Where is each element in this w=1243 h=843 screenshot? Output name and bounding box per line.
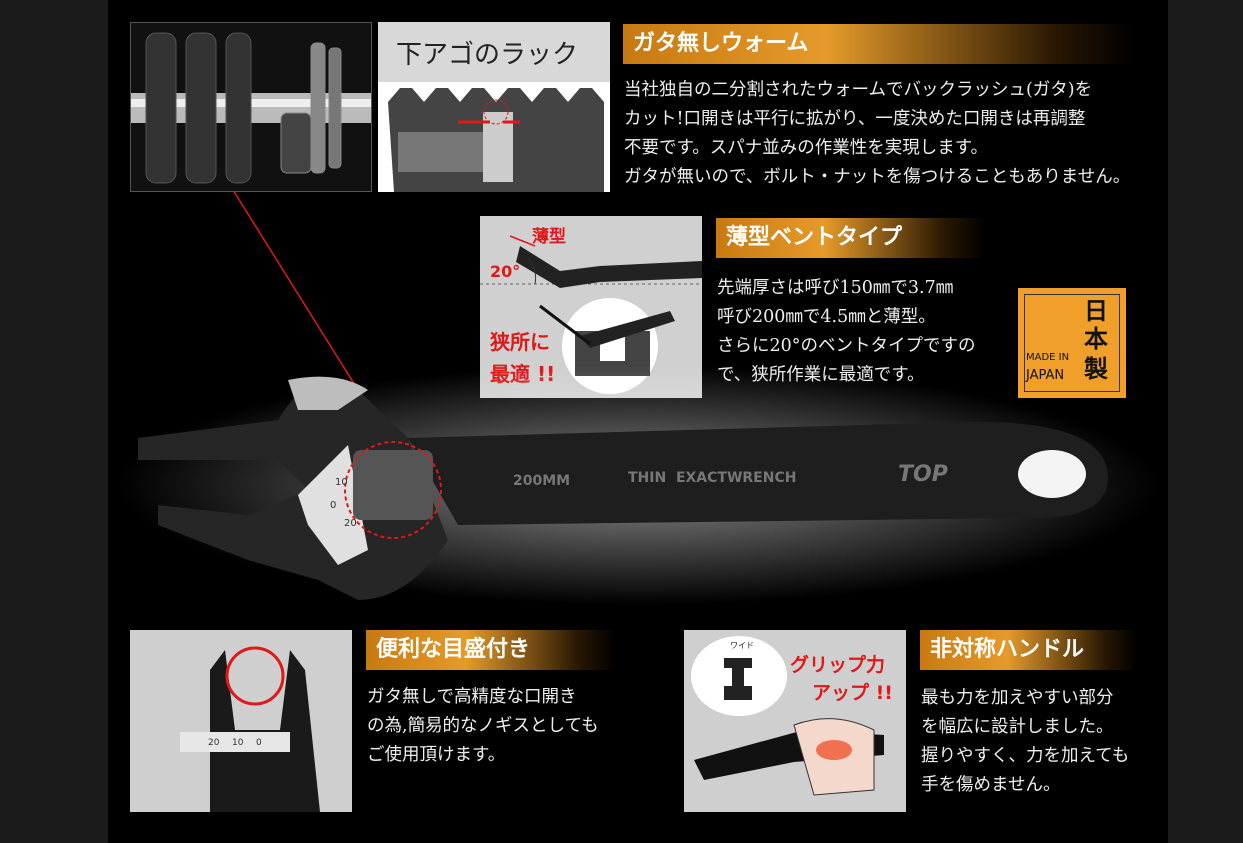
scale-title: 便利な目盛付き (366, 630, 616, 670)
thin-title: 薄型ベントタイプ (716, 218, 986, 258)
made-in-japan-badge: 日 本 製 MADE IN JAPAN (1018, 288, 1126, 398)
handle-description: 最も力を加えやすい部分 を幅広に設計しました。 握りやすく、力を加えても 手を傷… (921, 684, 1129, 800)
handle-line: を幅広に設計しました。 (921, 717, 1114, 737)
handle-line: 握りやすく、力を加えても (921, 746, 1130, 766)
worm-gear-photo (130, 22, 372, 192)
thin-line: さらに20°のベントタイプですの (717, 336, 976, 356)
handle-line: 最も力を加えやすい部分 (921, 688, 1114, 708)
worm-description: 当社独自の二分割されたウォームでバックラッシュ(ガタ)を カット!口開きは平行に… (624, 76, 1130, 192)
product-feature-graphic: 下アゴのラック ガタ無しウォーム 当社独自の二分割されたウォームでバックラッシュ… (108, 0, 1168, 843)
scale-line: の為,簡易的なノギスとしても (367, 716, 599, 736)
grip-inset: ワイド グリップ力 アップ !! (684, 630, 906, 812)
handle-title: 非対称ハンドル (920, 630, 1138, 670)
wrench-scale-2: 10 (335, 477, 348, 488)
kanji-3: 製 (1084, 354, 1108, 383)
thin-label: 薄型 (532, 227, 566, 247)
inset-scale-3: 0 (256, 738, 262, 748)
wrench-scale-1: 0 (330, 500, 337, 511)
handle-line: 手を傷めません。 (921, 775, 1061, 795)
japan: JAPAN (1026, 368, 1065, 383)
brand-logo: TOP (898, 462, 948, 487)
lower-jaw-rack-inset: 下アゴのラック (378, 22, 610, 192)
angle-label: 20° (490, 262, 521, 281)
worm-line: 当社独自の二分割されたウォームでバックラッシュ(ガタ)を (624, 80, 1093, 100)
rack-label: 下アゴのラック (396, 40, 579, 70)
worm-line: カット!口開きは平行に拡がり、一度決めた口開きは再調整 (624, 109, 1086, 129)
inset-scale-2: 10 (232, 738, 244, 748)
wide-label: ワイド (730, 641, 754, 650)
thin-line: 呼び200㎜で4.5㎜と薄型。 (717, 307, 936, 327)
scale-inset: 20 10 0 (130, 630, 352, 812)
kanji-2: 本 (1084, 324, 1108, 353)
wrench-scale-3: 20 (344, 518, 357, 529)
scale-description: ガタ無しで高精度な口開き の為,簡易的なノギスとしても ご使用頂けます。 (367, 683, 599, 770)
up-label: アップ !! (812, 682, 893, 704)
made-in: MADE IN (1026, 352, 1070, 363)
kanji-1: 日 (1084, 296, 1108, 325)
thin-line: 先端厚さは呼び150㎜で3.7㎜ (717, 278, 954, 298)
size-marking: 200MM (513, 473, 571, 489)
worm-line: 不要です。スパナ並みの作業性を実現します。 (624, 138, 988, 158)
scale-line: ガタ無しで高精度な口開き (367, 687, 577, 707)
model-marking: THIN EXACTWRENCH (628, 470, 797, 486)
worm-line: ガタが無いので、ボルト・ナットを傷つけることもありません。 (624, 167, 1131, 187)
inset-scale-1: 20 (208, 738, 220, 748)
narrow-label: 狭所に (490, 330, 550, 354)
grip-label: グリップ力 (790, 654, 886, 676)
scale-line: ご使用頂けます。 (367, 745, 506, 765)
worm-title: ガタ無しウォーム (623, 24, 1133, 64)
wrench-illustration: 200MM THIN EXACTWRENCH TOP 0 10 20 (108, 350, 1168, 610)
